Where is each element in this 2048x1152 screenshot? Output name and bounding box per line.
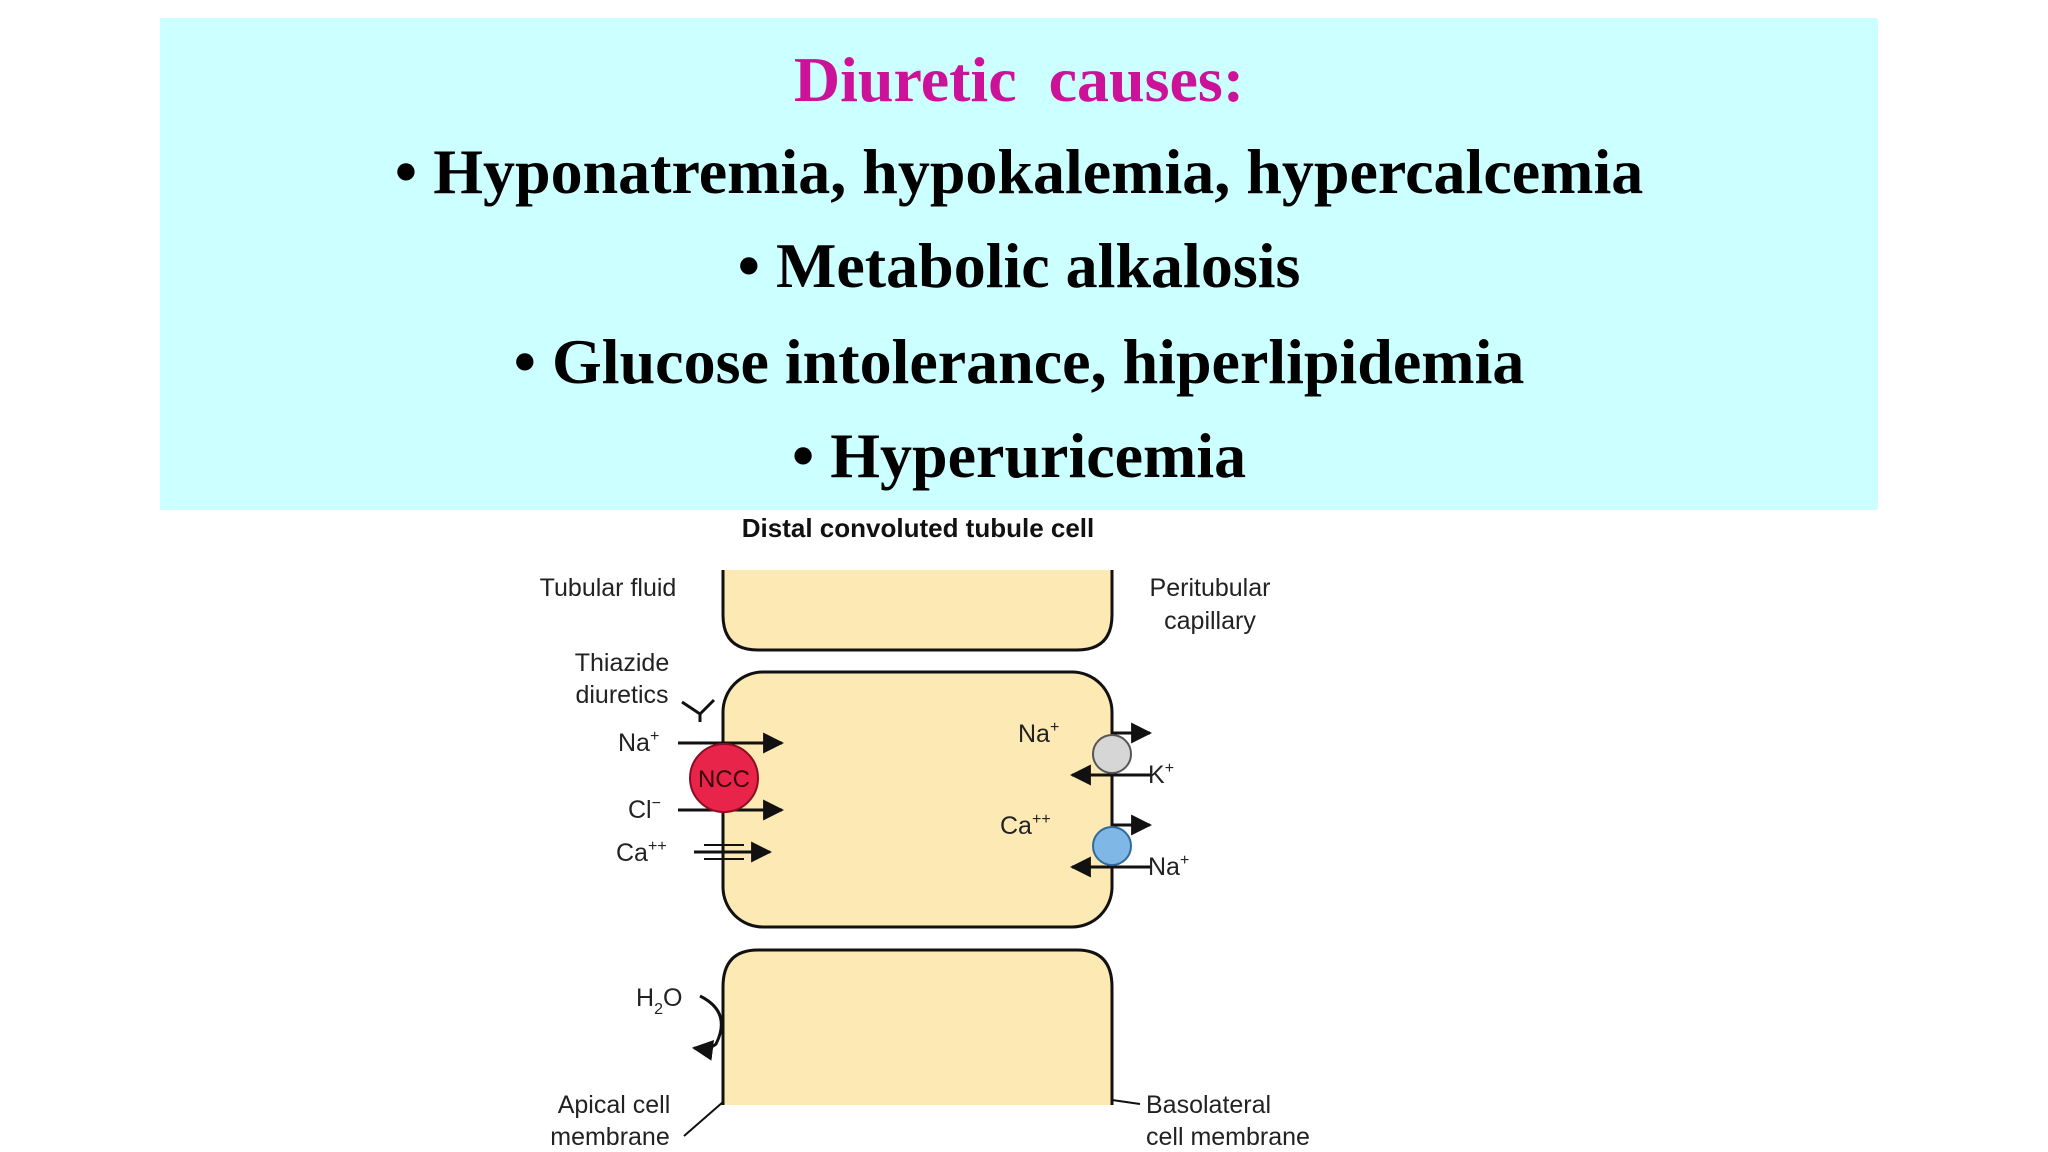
water-curve-arrow (691, 994, 723, 1061)
ca-right-label: Ca++ (1000, 811, 1051, 840)
peritubular-label-2: capillary (1164, 607, 1256, 635)
peritubular-label-1: Peritubular (1150, 574, 1271, 602)
bullet-electrolytes: Hyponatremia, hypokalemia, hypercalcemia (160, 132, 1878, 212)
ncc-label: NCC (698, 766, 750, 793)
cl-left-label: Cl− (628, 795, 661, 824)
na-right-top-label: Na+ (1018, 719, 1059, 748)
bullet-uric: Hyperuricemia (160, 416, 1878, 496)
summary-box: Diuretic causes: Hyponatremia, hypokalem… (160, 18, 1878, 510)
apical-label-2: membrane (550, 1123, 670, 1151)
thiazide-label-2: diuretics (575, 681, 668, 709)
na-right-bottom-label: Na+ (1148, 852, 1189, 881)
cell-bottom-outline (721, 948, 1114, 1105)
cell-top (723, 570, 1112, 650)
cell-middle (721, 670, 1114, 929)
basolateral-leader-line (1111, 1099, 1141, 1105)
tubular-fluid-label: Tubular fluid (540, 574, 677, 602)
thiazide-inhibitor-icon (681, 698, 716, 722)
diagram-title: Distal convoluted tubule cell (742, 513, 1095, 543)
slide-title: Diuretic causes: (793, 44, 1245, 115)
apical-leader-line (683, 1101, 724, 1137)
apical-label-1: Apical cell (558, 1091, 671, 1119)
ncc-transporter (689, 743, 759, 813)
h2o-label: H2O (636, 984, 682, 1018)
basolateral-label-2: cell membrane (1146, 1123, 1310, 1151)
cell-bottom (723, 950, 1112, 1105)
bullet-alkalosis: Metabolic alkalosis (160, 226, 1878, 306)
na-left-label: Na+ (618, 728, 659, 757)
bullet-glucose: Glucose intolerance, hiperlipidemia (160, 322, 1878, 402)
k-label: K+ (1148, 760, 1174, 789)
ca-na-exchanger (1092, 826, 1132, 866)
cell-top-outline (721, 570, 1114, 652)
thiazide-label-1: Thiazide (575, 649, 670, 677)
na-k-pump (1092, 734, 1132, 774)
basolateral-label-1: Basolateral (1146, 1091, 1271, 1119)
ca-left-label: Ca++ (616, 838, 667, 867)
